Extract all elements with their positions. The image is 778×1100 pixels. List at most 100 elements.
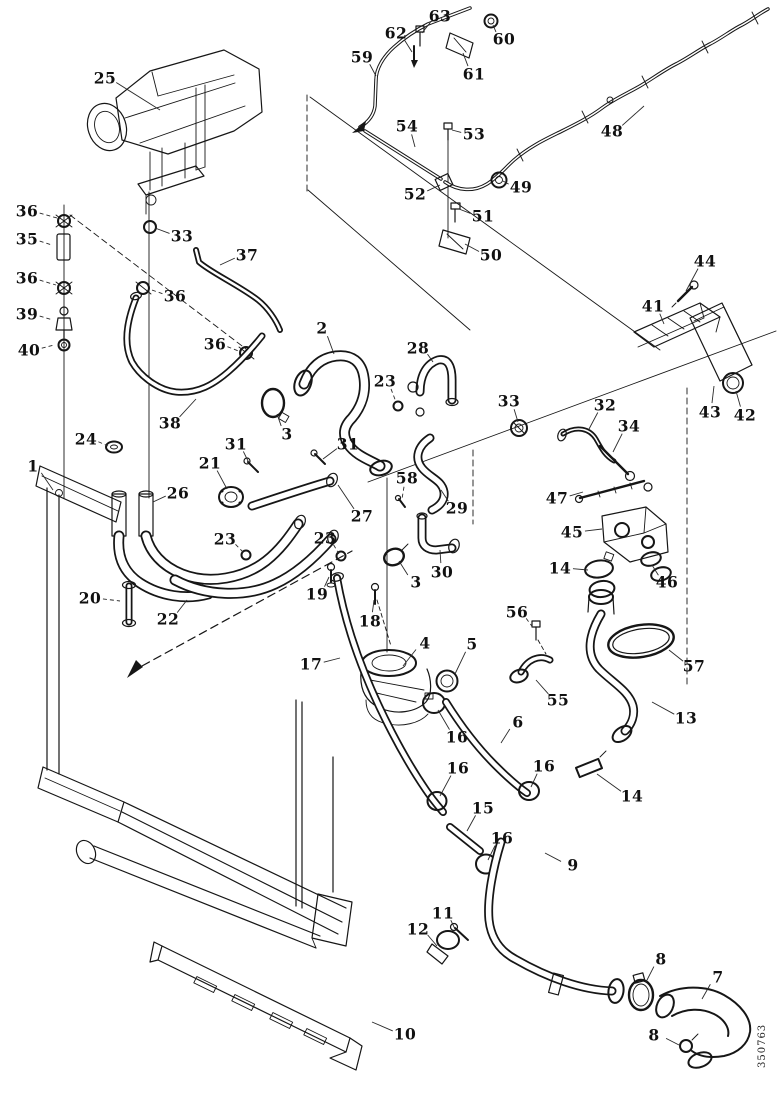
callout-leader <box>466 815 476 832</box>
water-manifold <box>105 387 409 628</box>
callout-label: 8 <box>648 1026 659 1045</box>
callout-label: 57 <box>683 657 706 676</box>
callout-label: 49 <box>510 178 533 197</box>
mounting-brackets <box>633 280 753 394</box>
callout-leader <box>39 240 53 246</box>
callout-label: 63 <box>429 7 452 26</box>
callout-label: 29 <box>446 499 469 518</box>
callout-leader <box>502 180 509 185</box>
callout-leader <box>390 388 397 403</box>
aux-pump <box>584 506 672 599</box>
callout-label: 3 <box>410 573 421 592</box>
callout-leader <box>659 313 665 325</box>
callout-label: 7 <box>712 968 723 987</box>
callout-label: 23 <box>374 372 397 391</box>
callout-label: 4 <box>419 634 430 653</box>
callout-leader <box>324 576 330 587</box>
lower-support-bar <box>75 839 321 949</box>
callout-label: 36 <box>16 202 39 221</box>
callout-label: 16 <box>447 759 470 778</box>
callout-label: 3 <box>281 425 292 444</box>
callout-label: 58 <box>396 469 419 488</box>
callout-leader <box>402 649 417 667</box>
callout-label: 5 <box>466 635 477 654</box>
callout-label: 61 <box>463 65 486 84</box>
callout-label: 18 <box>359 612 382 631</box>
fuel-heater-pipes <box>352 6 770 255</box>
crossmember-10 <box>149 941 363 1071</box>
callout-label: 36 <box>164 287 187 306</box>
callout-leader <box>462 52 469 67</box>
callout-label: 12 <box>407 920 430 939</box>
callout-leader <box>411 134 416 148</box>
callout-leader <box>152 495 166 503</box>
callout-label: 60 <box>493 30 516 49</box>
callout-label: 50 <box>480 246 503 265</box>
callout-leader <box>535 679 549 695</box>
callout-leader <box>327 336 335 355</box>
callout-label: 22 <box>157 610 180 629</box>
callout-label: 44 <box>694 252 717 271</box>
callout-label: 36 <box>204 335 227 354</box>
callout-leader <box>427 934 438 947</box>
callout-leader <box>421 21 431 34</box>
callout-label: 33 <box>498 392 521 411</box>
callout-label: 43 <box>699 403 722 422</box>
callout-label: 56 <box>506 603 529 622</box>
callout-leader <box>322 448 338 460</box>
callout-label: 36 <box>16 269 39 288</box>
callout-label: 41 <box>642 297 665 316</box>
callout-leader <box>154 227 170 234</box>
callout-leader <box>451 129 462 133</box>
callout-label: 33 <box>171 227 194 246</box>
callout-leader <box>621 105 645 126</box>
callout-label: 25 <box>94 69 117 88</box>
callout-leader <box>711 385 715 404</box>
callout-label: 30 <box>431 563 454 582</box>
callout-label: 54 <box>396 117 419 136</box>
callout-leader <box>645 966 655 983</box>
callout-leader <box>39 315 54 321</box>
callout-leader <box>735 390 741 407</box>
callout-leader <box>584 528 603 532</box>
callout-label: 1 <box>27 457 38 476</box>
callout-leader <box>219 257 235 266</box>
callout-leader <box>323 657 341 663</box>
callout-label: 14 <box>621 787 644 806</box>
upper-radiator-hose <box>293 350 393 477</box>
callout-leader <box>569 491 584 497</box>
callout-leader <box>115 82 161 111</box>
callout-label: 62 <box>385 24 408 43</box>
callout-leader <box>596 773 622 792</box>
callout-label: 39 <box>16 305 39 324</box>
callout-label: 46 <box>656 573 679 592</box>
callout-label: 13 <box>675 709 698 728</box>
callout-label: 24 <box>75 430 98 449</box>
callout-leader <box>403 39 413 53</box>
callout-label: 16 <box>533 757 556 776</box>
callout-leader <box>439 549 442 564</box>
callout-leader <box>179 398 197 418</box>
callout-label: 17 <box>300 655 323 674</box>
callout-leader <box>665 1037 680 1046</box>
callout-leader <box>398 560 409 576</box>
callout-leader <box>572 568 589 571</box>
callout-label: 52 <box>404 185 427 204</box>
figure-number: 350763 <box>757 1024 768 1068</box>
callout-label: 31 <box>337 435 360 454</box>
callout-leader <box>464 243 480 252</box>
lower-hoses <box>330 572 540 875</box>
callout-leader <box>437 709 450 730</box>
callout-leader <box>371 1021 393 1032</box>
callout-leader <box>458 208 471 214</box>
callout-leader <box>235 544 245 554</box>
callout-leader <box>276 413 282 427</box>
callout-label: 40 <box>18 341 41 360</box>
callout-leader <box>39 279 57 286</box>
callout-leader <box>98 441 109 447</box>
callout-leader <box>513 409 519 423</box>
callout-label: 38 <box>159 414 182 433</box>
callout-leader <box>612 433 623 453</box>
